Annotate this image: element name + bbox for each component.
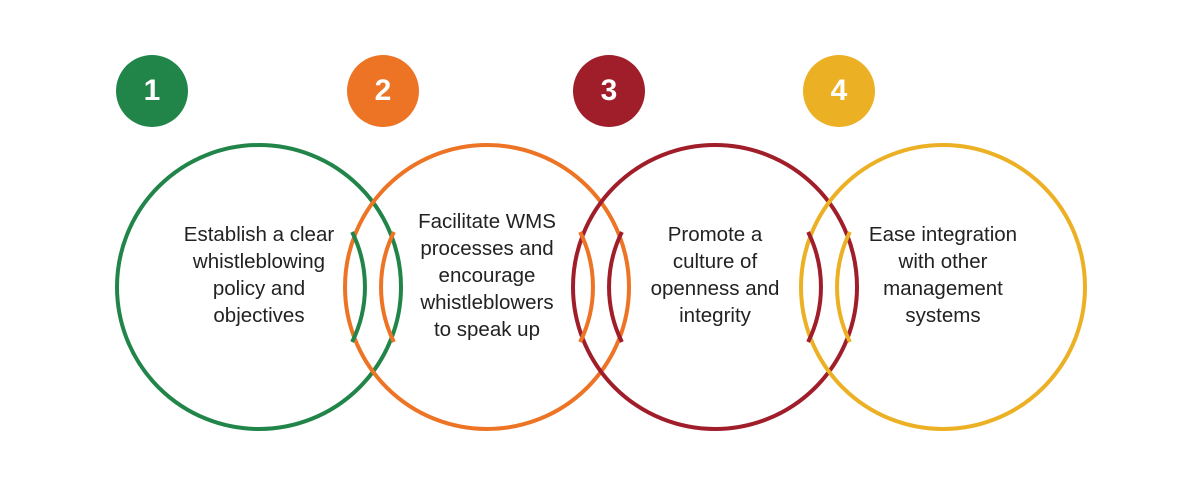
step-3-ring — [571, 143, 859, 431]
link-arc-3-right — [806, 231, 823, 343]
step-2-number-badge: 2 — [347, 55, 419, 127]
step-4-number-badge: 4 — [803, 55, 875, 127]
link-arc-4-left — [835, 231, 852, 343]
step-1-description: Establish a clear whistleblowing policy … — [183, 223, 335, 327]
step-4-ring — [799, 143, 1087, 431]
link-arc-2-right — [578, 231, 595, 343]
step-2-ring — [343, 143, 631, 431]
step-1-ring — [115, 143, 403, 431]
link-arc-3-left — [607, 231, 624, 343]
link-arc-1-right — [350, 231, 367, 343]
step-1-number-badge: 1 — [116, 55, 188, 127]
link-arc-2-left — [379, 231, 396, 343]
step-3-number-badge: 3 — [573, 55, 645, 127]
step-3-description: Promote a culture of openness and integr… — [650, 223, 780, 327]
step-2-description: Facilitate WMS processes and encourage w… — [418, 209, 556, 341]
step-4-description: Ease integration with other management s… — [868, 223, 1018, 327]
